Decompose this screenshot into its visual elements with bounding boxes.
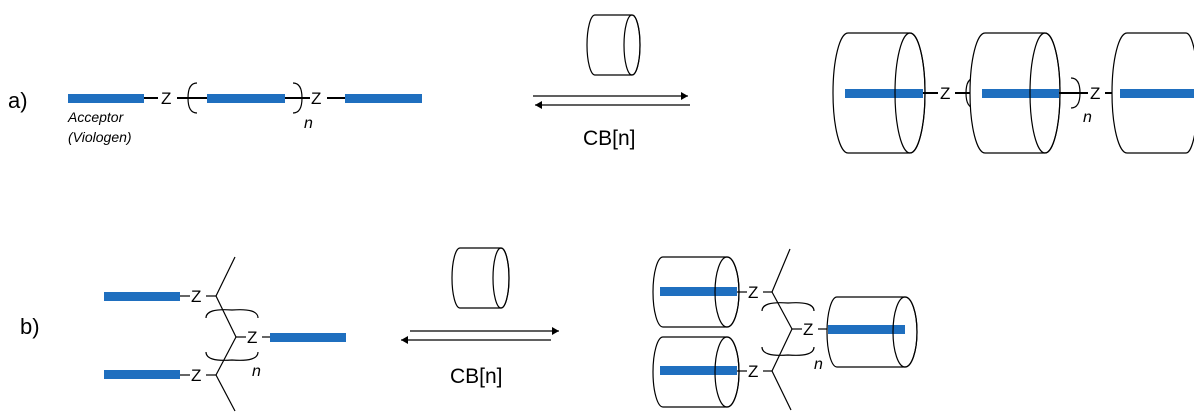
cb-host-cylinder bbox=[652, 336, 740, 408]
linker-z: Z bbox=[748, 283, 758, 302]
panel-a-label: a) bbox=[8, 88, 28, 113]
linker-z: Z bbox=[1090, 84, 1100, 103]
linker-z: Z bbox=[748, 362, 758, 381]
repeat-n: n bbox=[1083, 109, 1092, 126]
linker-z: Z bbox=[311, 89, 321, 108]
acceptor-bar bbox=[207, 94, 285, 103]
cb-host-cylinder bbox=[451, 247, 510, 309]
bracket-close bbox=[292, 82, 303, 114]
linker-z: Z bbox=[191, 366, 201, 385]
acceptor-bar bbox=[345, 94, 422, 103]
repeat-n: n bbox=[252, 363, 261, 380]
acceptor-bar bbox=[270, 333, 346, 342]
bracket-bottom bbox=[205, 351, 259, 361]
cb-n-label: CB[n] bbox=[450, 365, 503, 388]
panel-b-label: b) bbox=[20, 314, 40, 339]
cb-host-cylinder bbox=[826, 296, 918, 368]
cb-n-label: CB[n] bbox=[583, 127, 636, 150]
cb-host-cylinder bbox=[969, 32, 1061, 154]
linker-z: Z bbox=[247, 328, 257, 347]
bracket-top bbox=[761, 302, 815, 312]
linker-z: Z bbox=[803, 320, 813, 339]
panel-a-reactant: Z n Z Acceptor (Viologen) bbox=[67, 82, 422, 145]
bracket-close bbox=[1070, 77, 1081, 109]
bracket-open bbox=[187, 82, 198, 114]
acceptor-label: Acceptor bbox=[67, 109, 125, 125]
cb-host-cylinder bbox=[832, 32, 926, 154]
panel-b-equilibrium: CB[n] bbox=[401, 247, 559, 388]
panel-b-product: Z Z Z n bbox=[652, 248, 918, 411]
bracket-top bbox=[205, 309, 259, 319]
panel-b-reactant: Z Z Z n bbox=[104, 256, 346, 412]
cb-host-cylinder bbox=[652, 256, 740, 328]
acceptor-bar bbox=[68, 94, 144, 103]
cb-host-cylinder bbox=[586, 14, 641, 76]
linker-z: Z bbox=[940, 84, 950, 103]
bracket-bottom bbox=[761, 346, 815, 356]
cb-host-cylinder bbox=[1111, 32, 1194, 154]
panel-a-product: Z n Z bbox=[832, 32, 1194, 154]
acceptor-bar bbox=[104, 370, 180, 379]
repeat-n: n bbox=[304, 115, 313, 132]
linker-z: Z bbox=[191, 287, 201, 306]
repeat-n: n bbox=[814, 356, 823, 373]
linker-z: Z bbox=[161, 89, 171, 108]
panel-a-equilibrium: CB[n] bbox=[533, 14, 690, 150]
viologen-label: (Viologen) bbox=[68, 129, 132, 145]
acceptor-bar bbox=[104, 292, 180, 301]
